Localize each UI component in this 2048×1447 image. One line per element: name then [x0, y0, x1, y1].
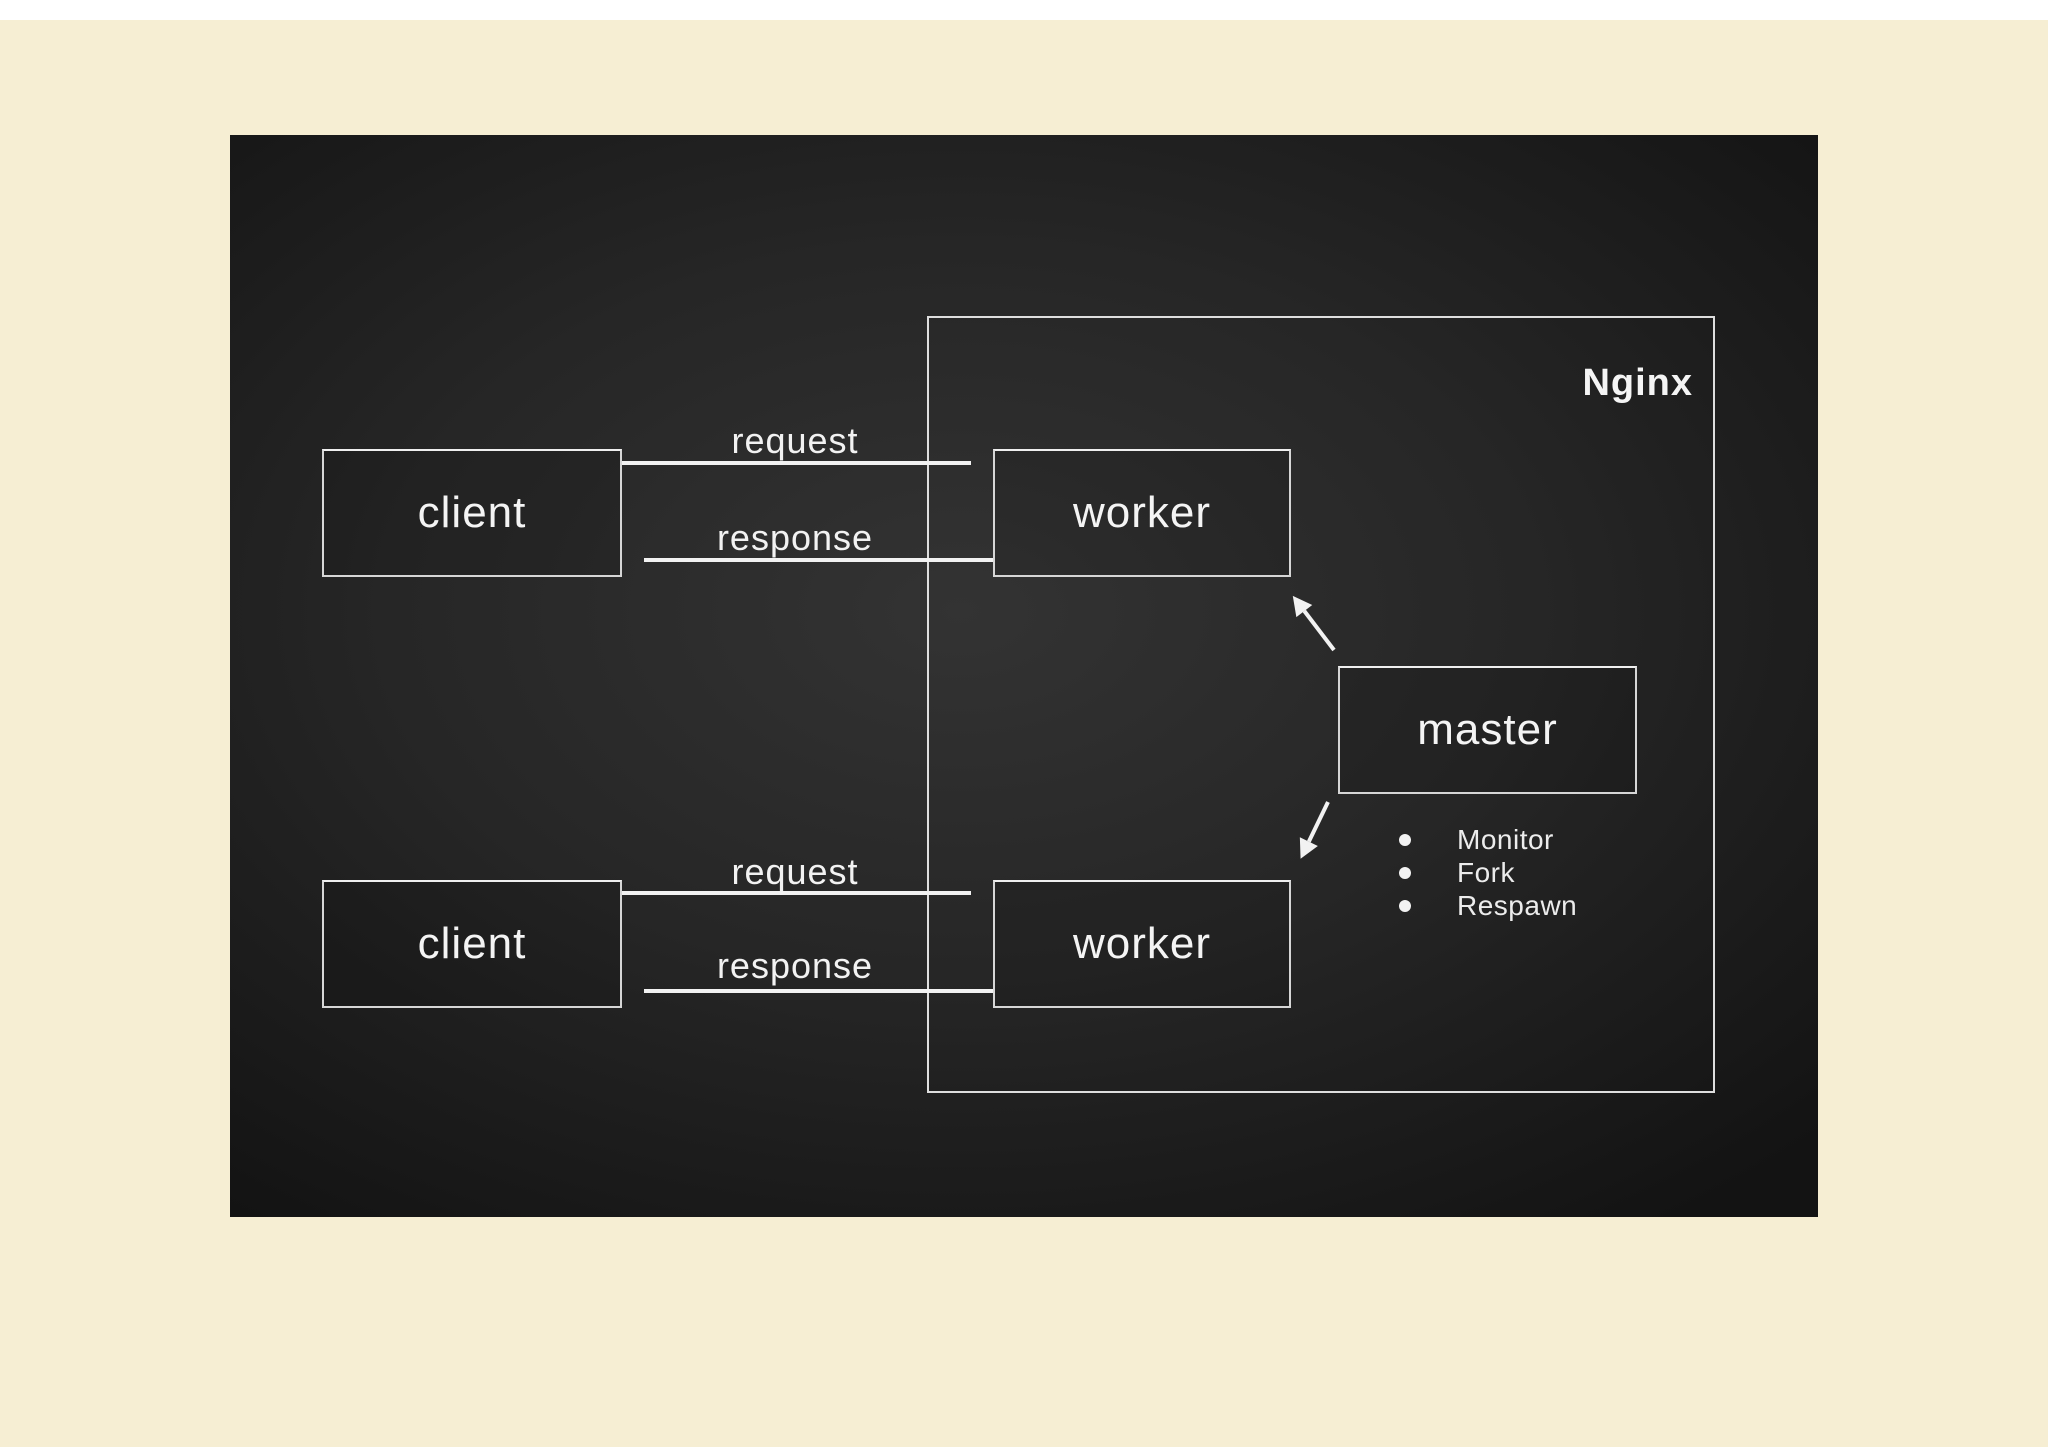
client-box-bottom-label: client: [417, 919, 527, 968]
master-box: master: [1338, 666, 1637, 794]
master-function-monitor: Monitor: [1457, 823, 1554, 855]
arrowhead-right-icon: [972, 883, 992, 903]
arrowhead-left-icon: [623, 981, 643, 1001]
list-item: Fork: [1399, 856, 1577, 889]
master-function-respawn: Respawn: [1457, 889, 1578, 921]
bullet-icon: [1399, 866, 1411, 879]
response-label-top: response: [716, 517, 874, 558]
request-arrow-top: [622, 461, 971, 465]
response-arrow-bottom: [644, 989, 993, 993]
top-white-strip: [0, 0, 2048, 20]
worker-box-bottom: worker: [993, 880, 1291, 1008]
arrowhead-right-icon: [972, 453, 992, 473]
response-arrow-top: [644, 558, 993, 562]
nginx-title: Nginx: [1582, 362, 1693, 404]
client-box-top-label: client: [417, 488, 527, 537]
request-label-bottom: request: [731, 851, 859, 892]
master-box-label: master: [1417, 705, 1558, 754]
worker-box-top-label: worker: [1072, 488, 1212, 537]
client-box-bottom: client: [322, 880, 622, 1008]
request-label-top: request: [731, 420, 859, 461]
bullet-icon: [1399, 833, 1411, 846]
worker-box-top: worker: [993, 449, 1291, 577]
list-item: Respawn: [1399, 889, 1577, 922]
request-arrow-bottom: [622, 891, 971, 895]
client-box-top: client: [322, 449, 622, 577]
worker-box-bottom-label: worker: [1072, 919, 1212, 968]
list-item: Monitor: [1399, 823, 1577, 856]
arrowhead-left-icon: [623, 550, 643, 570]
master-function-list: Monitor Fork Respawn: [1399, 823, 1577, 922]
master-function-fork: Fork: [1457, 856, 1515, 888]
response-label-bottom: response: [716, 945, 874, 986]
bullet-icon: [1399, 899, 1411, 912]
slide-canvas: Nginx client worker request response cli…: [230, 135, 1818, 1217]
nginx-container-box: Nginx: [927, 316, 1715, 1093]
